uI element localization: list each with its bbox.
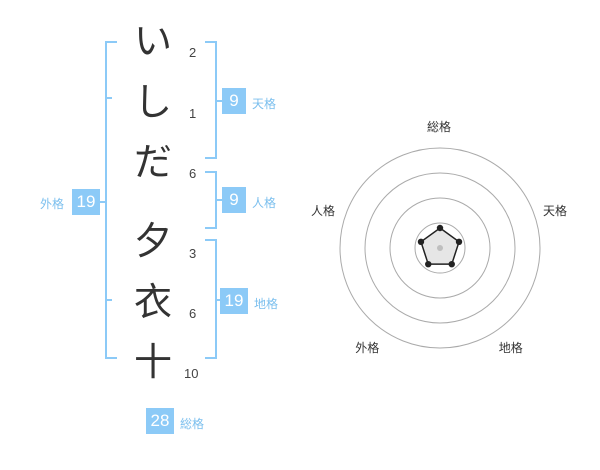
radar-point-4 (425, 260, 432, 268)
radar-axis-label-3: 地格 (498, 340, 523, 355)
jinkaku-value: 9 (222, 187, 246, 213)
radar-center-marker (437, 245, 443, 251)
stroke-count-2: 1 (189, 106, 197, 121)
name-char-5: 衣 (133, 280, 172, 324)
name-char-6: 十 (133, 340, 172, 384)
name-char-3: だ (133, 140, 172, 184)
soukaku-label: 総格 (180, 417, 205, 431)
radar-axis-label-5: 人格 (310, 204, 335, 219)
stroke-count-5: 6 (189, 306, 197, 321)
stroke-count-1: 2 (189, 45, 197, 60)
radar-point-5 (417, 238, 425, 246)
stroke-count-3: 6 (189, 166, 197, 181)
radar-ring-3 (364, 172, 516, 324)
radar-ring-1 (414, 222, 466, 274)
radar-point-2 (455, 238, 463, 246)
chikaku-label: 地格 (254, 297, 279, 311)
soukaku-value: 28 (146, 408, 174, 434)
name-char-4: 夕 (133, 219, 172, 263)
name-char-1: い (133, 19, 172, 63)
radar-point-1 (436, 224, 444, 232)
name-char-2: し (133, 80, 172, 124)
jinkaku-label: 人格 (252, 196, 277, 210)
tenkaku-value: 9 (222, 88, 246, 114)
stroke-count-6: 10 (184, 366, 199, 381)
radar-point-3 (448, 260, 455, 268)
radar-ring-4 (339, 147, 541, 349)
radar-axis-label-2: 天格 (543, 204, 568, 219)
tenkaku-label: 天格 (252, 97, 277, 111)
gaikaku-value: 19 (72, 189, 100, 215)
stroke-count-4: 3 (189, 246, 197, 261)
radar-axis-label-4: 外格 (355, 340, 380, 355)
chikaku-value: 19 (220, 288, 248, 314)
gaikaku-label: 外格 (40, 197, 65, 211)
radar-ring-2 (389, 197, 491, 299)
gaikaku-bracket (105, 41, 117, 359)
radar-axis-label-1: 総格 (427, 120, 452, 134)
